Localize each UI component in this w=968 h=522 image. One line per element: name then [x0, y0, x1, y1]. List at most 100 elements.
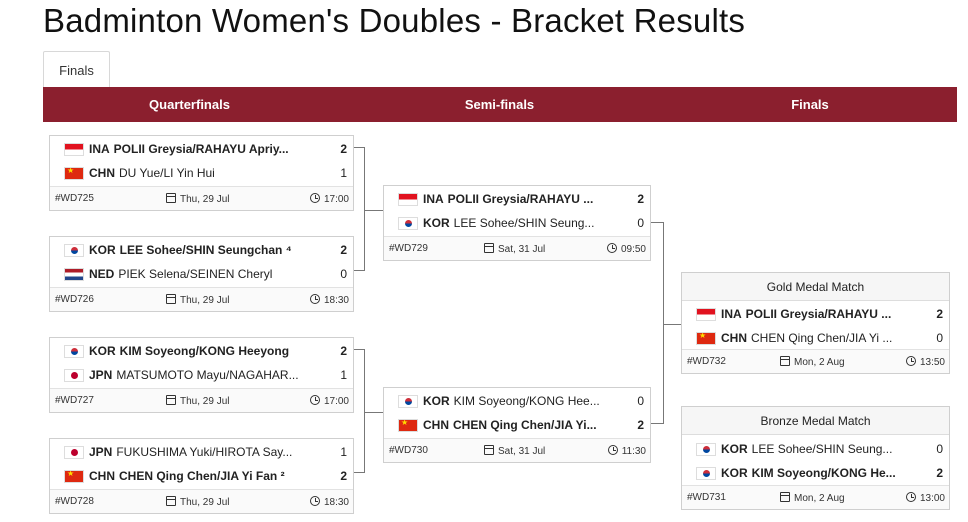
- match-date-text: Mon, 2 Aug: [794, 357, 845, 368]
- kor-flag-icon: [64, 243, 84, 257]
- match-date-text: Mon, 2 Aug: [794, 493, 845, 504]
- team-name: KIM Soyeong/KONG Hee...: [453, 394, 600, 408]
- team-row: KOR KIM Soyeong/KONG Hee... 0: [398, 392, 644, 410]
- match-time: 13:00: [905, 492, 945, 504]
- match-id: #WD727: [55, 395, 94, 406]
- kor-flag-icon: [398, 216, 418, 230]
- team-score: 2: [637, 418, 644, 432]
- team-row: CHN CHEN Qing Chen/JIA Yi... 2: [398, 416, 644, 434]
- country-code: INA: [89, 142, 110, 156]
- team-name: KIM Soyeong/KONG Heeyong: [119, 344, 290, 358]
- match-card-qf4[interactable]: JPN FUKUSHIMA Yuki/HIROTA Say... 1 CHN C…: [49, 438, 354, 514]
- clock-icon: [606, 243, 617, 253]
- team-score: 2: [340, 243, 347, 257]
- tab-finals[interactable]: Finals: [43, 51, 110, 88]
- country-code: KOR: [721, 466, 748, 480]
- match-time-text: 13:50: [919, 357, 945, 368]
- country-code: INA: [423, 192, 444, 206]
- match-time: 18:30: [309, 496, 349, 508]
- match-time: 09:50: [606, 243, 646, 255]
- match-date: Thu, 29 Jul: [166, 193, 229, 205]
- bracket-connector: [365, 210, 383, 211]
- match-time-text: 17:00: [323, 396, 349, 407]
- team-score: 2: [340, 344, 347, 358]
- team-score: 2: [637, 192, 644, 206]
- team-name: LEE Sohee/SHIN Seung...: [751, 442, 893, 456]
- ina-flag-icon: [398, 192, 418, 206]
- team-name: LEE Sohee/SHIN Seungchan ⁴: [119, 243, 292, 257]
- match-card-qf1[interactable]: INA POLII Greysia/RAHAYU Apriy... 2 CHN …: [49, 135, 354, 211]
- match-date: Thu, 29 Jul: [166, 395, 229, 407]
- team-name: LEE Sohee/SHIN Seung...: [453, 216, 595, 230]
- chn-flag-icon: [398, 418, 418, 432]
- ina-flag-icon: [696, 307, 716, 321]
- team-score: 0: [936, 331, 943, 345]
- team-score: 1: [340, 166, 347, 180]
- country-code: KOR: [89, 243, 116, 257]
- country-code: CHN: [89, 166, 115, 180]
- round-label-semifinals: Semi-finals: [464, 97, 535, 112]
- match-time-text: 09:50: [620, 244, 646, 255]
- match-date: Mon, 2 Aug: [780, 356, 845, 368]
- team-name: FUKUSHIMA Yuki/HIROTA Say...: [116, 445, 293, 459]
- match-card-sf1[interactable]: INA POLII Greysia/RAHAYU ... 2 KOR LEE S…: [383, 185, 651, 261]
- calendar-icon: [166, 294, 176, 304]
- match-date: Sat, 31 Jul: [484, 243, 545, 255]
- clock-icon: [607, 445, 618, 455]
- team-name: POLII Greysia/RAHAYU Apriy...: [113, 142, 289, 156]
- match-time: 17:00: [309, 395, 349, 407]
- round-label-quarterfinals: Quarterfinals: [149, 97, 230, 112]
- team-name: DU Yue/LI Yin Hui: [119, 166, 215, 180]
- calendar-icon: [780, 492, 790, 502]
- country-code: CHN: [89, 469, 115, 483]
- match-date: Sat, 31 Jul: [484, 445, 545, 457]
- team-row: KOR KIM Soyeong/KONG Heeyong 2: [64, 342, 347, 360]
- match-date-text: Sat, 31 Jul: [498, 446, 546, 457]
- ina-flag-icon: [64, 142, 84, 156]
- match-footer: #WD729 Sat, 31 Jul 09:50: [384, 236, 650, 260]
- calendar-icon: [166, 395, 176, 405]
- country-code: NED: [89, 267, 115, 281]
- match-card-qf3[interactable]: KOR KIM Soyeong/KONG Heeyong 2 JPN MATSU…: [49, 337, 354, 413]
- match-date-text: Thu, 29 Jul: [180, 396, 230, 407]
- match-date-text: Thu, 29 Jul: [180, 194, 230, 205]
- country-code: KOR: [89, 344, 116, 358]
- chn-flag-icon: [696, 331, 716, 345]
- country-code: INA: [721, 307, 742, 321]
- match-footer: #WD726 Thu, 29 Jul 18:30: [50, 287, 353, 311]
- match-footer: #WD730 Sat, 31 Jul 11:30: [384, 438, 650, 462]
- team-name: CHEN Qing Chen/JIA Yi Fan ²: [119, 469, 285, 483]
- calendar-icon: [166, 496, 176, 506]
- match-card-gold[interactable]: Gold Medal Match INA POLII Greysia/RAHAY…: [681, 272, 950, 374]
- team-row: NED PIEK Selena/SEINEN Cheryl 0: [64, 265, 347, 283]
- team-score: 0: [340, 267, 347, 281]
- match-time-text: 18:30: [323, 295, 349, 306]
- team-row: CHN DU Yue/LI Yin Hui 1: [64, 164, 347, 182]
- match-card-bronze[interactable]: Bronze Medal Match KOR LEE Sohee/SHIN Se…: [681, 406, 950, 510]
- match-footer: #WD732 Mon, 2 Aug 13:50: [682, 349, 949, 373]
- match-id: #WD730: [389, 445, 428, 456]
- clock-icon: [309, 395, 320, 405]
- round-label-finals: Finals: [791, 97, 829, 112]
- match-footer: #WD728 Thu, 29 Jul 18:30: [50, 489, 353, 513]
- match-card-sf2[interactable]: KOR KIM Soyeong/KONG Hee... 0 CHN CHEN Q…: [383, 387, 651, 463]
- match-time-text: 11:30: [621, 446, 646, 457]
- match-id: #WD732: [687, 356, 726, 367]
- team-score: 2: [340, 469, 347, 483]
- country-code: CHN: [721, 331, 747, 345]
- team-score: 0: [637, 216, 644, 230]
- country-code: CHN: [423, 418, 449, 432]
- team-name: POLII Greysia/RAHAYU ...: [745, 307, 892, 321]
- bracket-connector: [365, 412, 383, 413]
- bronze-medal-match-label: Bronze Medal Match: [682, 407, 949, 435]
- team-row: KOR LEE Sohee/SHIN Seung... 0: [696, 440, 943, 458]
- bracket-connector: [353, 349, 365, 473]
- team-row: CHN CHEN Qing Chen/JIA Yi Fan ² 2: [64, 467, 347, 485]
- match-card-qf2[interactable]: KOR LEE Sohee/SHIN Seungchan ⁴ 2 NED PIE…: [49, 236, 354, 312]
- clock-icon: [309, 496, 320, 506]
- team-row: KOR LEE Sohee/SHIN Seungchan ⁴ 2: [64, 241, 347, 259]
- country-code: KOR: [423, 394, 450, 408]
- match-footer: #WD731 Mon, 2 Aug 13:00: [682, 485, 949, 509]
- match-footer: #WD725 Thu, 29 Jul 17:00: [50, 186, 353, 210]
- country-code: KOR: [423, 216, 450, 230]
